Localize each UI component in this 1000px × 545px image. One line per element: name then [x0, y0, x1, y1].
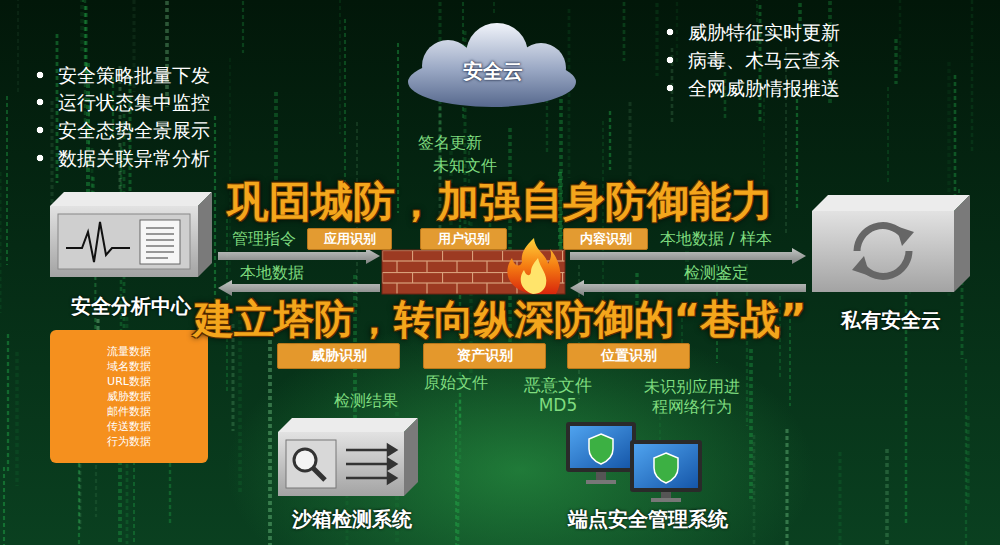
node-text: 安全分析中心	[71, 295, 191, 317]
tag-box: 资产识别	[423, 343, 546, 369]
bullet-item: 安全策略批量下发	[34, 62, 210, 88]
flow-label: 签名更新	[418, 134, 482, 152]
node-text: 端点安全管理系统	[568, 508, 728, 530]
rain-streak	[7, 334, 9, 473]
rain-streak	[493, 0, 495, 13]
node-text: 传送数据	[107, 419, 151, 434]
node-text: 安全云	[463, 58, 523, 85]
analysis-device-icon	[50, 192, 212, 277]
rain-streak	[887, 87, 889, 182]
device-node: 端点安全管理系统	[548, 420, 748, 530]
tag-box: 应用识别	[307, 228, 392, 250]
rain-streak	[753, 435, 756, 545]
flow-label: 本地数据	[240, 264, 304, 282]
rain-streak	[965, 359, 967, 545]
rain-streak	[785, 429, 788, 545]
flow-label: 检测结果	[334, 392, 398, 410]
rain-streak	[966, 416, 969, 506]
tag-box: 内容识别	[563, 228, 648, 250]
rain-streak	[971, 0, 974, 152]
rain-streak	[457, 460, 460, 545]
flow-label: 未知文件	[433, 157, 497, 175]
rain-streak	[885, 449, 889, 545]
data-list-box: 流量数据域名数据URL数据威胁数据邮件数据传送数据行为数据	[50, 330, 208, 463]
node-text: 邮件数据	[107, 404, 151, 419]
rain-streak	[214, 116, 216, 307]
flow-label: 管理指令	[232, 230, 296, 248]
flow-label: 原始文件	[424, 374, 488, 392]
rain-streak	[80, 0, 84, 51]
flow-label: 恶意文件 MD5	[516, 375, 600, 415]
node-text: 用户识别	[438, 230, 490, 248]
node-text: 位置识别	[601, 347, 657, 365]
rain-streak	[568, 9, 571, 178]
rain-streak	[268, 340, 272, 545]
rain-streak	[339, 0, 341, 134]
bullet-item: 安全态势全景展示	[34, 117, 210, 143]
node-text: 私有安全云	[841, 309, 941, 331]
bullet-item: 运行状态集中监控	[34, 89, 210, 115]
rain-streak	[954, 75, 957, 211]
cloud-node: 安全云	[405, 28, 580, 110]
bullet-item: 威胁特征实时更新	[664, 19, 840, 45]
bullet-item: 全网威胁情报推送	[664, 75, 840, 101]
rain-streak	[15, 352, 18, 486]
tag-box: 位置识别	[567, 343, 690, 369]
cloud-shape	[408, 23, 576, 107]
bullet-item: 病毒、木马云查杀	[664, 47, 840, 73]
node-text: 应用识别	[324, 230, 376, 248]
rain-streak	[749, 349, 753, 499]
rain-streak	[899, 0, 902, 72]
rain-streak	[0, 172, 2, 313]
device-node: 沙箱检测系统	[272, 416, 432, 530]
node-text: 威胁识别	[311, 347, 367, 365]
device-node: 私有安全云	[808, 193, 974, 331]
flow-label: 未识别应用进程网络行为	[640, 377, 744, 417]
rain-streak	[838, 452, 841, 545]
flow-label: 检测鉴定	[684, 264, 748, 282]
rain-streak	[655, 0, 658, 76]
node-text: 行为数据	[107, 434, 151, 449]
rain-streak	[242, 0, 244, 53]
rain-streak	[17, 0, 19, 95]
node-text: 沙箱检测系统	[292, 508, 412, 530]
endpoint-monitors-icon	[566, 422, 702, 502]
node-text: URL数据	[107, 374, 151, 389]
rain-streak	[82, 0, 84, 2]
flow-label: 本地数据 / 样本	[660, 230, 772, 248]
rain-streak	[894, 39, 897, 84]
rain-streak	[609, 111, 611, 170]
private-cloud-device-icon	[812, 195, 970, 292]
slogan: 巩固城防，加强自身防御能力	[227, 179, 773, 225]
rain-streak	[623, 0, 626, 61]
node-text: 内容识别	[580, 230, 632, 248]
rain-streak	[229, 58, 231, 272]
rain-streak	[3, 467, 5, 545]
tag-box: 威胁识别	[277, 343, 400, 369]
rain-streak	[6, 96, 8, 265]
node-text: 流量数据	[107, 344, 151, 359]
rain-streak	[796, 85, 798, 210]
bullet-item: 数据关联异常分析	[34, 145, 210, 171]
device-node: 安全分析中心	[48, 190, 214, 317]
node-text: 威胁数据	[107, 389, 151, 404]
sandbox-device-icon	[278, 418, 418, 496]
node-text: 域名数据	[107, 359, 151, 374]
rain-streak	[455, 403, 457, 545]
tag-box: 用户识别	[420, 228, 507, 250]
rain-streak	[459, 399, 462, 463]
slogan: 建立塔防，转向纵深防御的“巷战”	[194, 297, 807, 341]
node-text: 资产识别	[457, 347, 513, 365]
